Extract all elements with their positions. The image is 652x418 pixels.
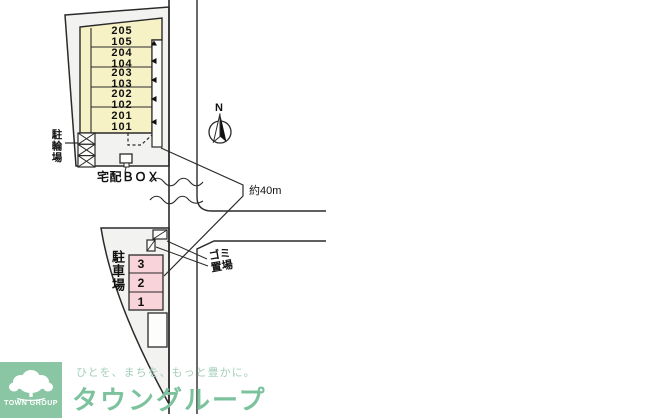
- brand-name: タウングループ: [72, 385, 267, 415]
- door-arrow-icon: [151, 40, 157, 46]
- compass-icon: [208, 113, 232, 144]
- delivery-box: [119, 153, 133, 173]
- garbage-area: [146, 229, 209, 267]
- door-arrow-icon: [151, 119, 157, 125]
- unit-label-203-103: 203 103: [111, 67, 133, 90]
- leader-line: [155, 246, 209, 267]
- road-right-edge: [196, 0, 326, 414]
- building-outline: [79, 17, 163, 148]
- unit-label-204-104: 204 104: [111, 47, 133, 70]
- distance-label: 約40m: [249, 185, 282, 197]
- bicycle-parking-label: 駐輪場: [50, 129, 63, 164]
- unit-label-205-105: 205 105: [111, 25, 133, 48]
- parking-divider: [129, 272, 163, 293]
- door-arrow-icon: [151, 96, 157, 102]
- garbage-area-label: ゴミ 置場: [208, 247, 234, 275]
- balcony-strip: [151, 39, 163, 148]
- leader-line: [124, 166, 127, 173]
- entrance-dashed-path: [127, 133, 153, 146]
- break-lines: [149, 177, 204, 205]
- unit-label-201-101: 201 101: [111, 110, 133, 133]
- north-label: N: [215, 102, 223, 114]
- tree-icon: [9, 370, 53, 402]
- break-line: [150, 177, 204, 187]
- town-group-logo: [0, 362, 62, 418]
- parking-space-2: 2: [137, 276, 145, 290]
- car-parking-label: 駐車場: [110, 250, 125, 292]
- parking-space-3: 3: [137, 257, 145, 271]
- parking-spaces: [128, 254, 168, 348]
- parking-space-1: 1: [137, 295, 145, 309]
- unit-label-202-102: 202 102: [111, 88, 133, 111]
- leader-line: [166, 240, 208, 260]
- bicycle-rack: [65, 132, 96, 168]
- distance-bracket: [160, 147, 244, 277]
- door-arrow-icons: [151, 40, 157, 125]
- storage-box: [147, 312, 168, 348]
- brand-tagline: ひとを、まちを、もっと豊かに。: [76, 367, 256, 379]
- delivery-box-label: 宅配ＢＯＸ: [97, 170, 160, 184]
- door-arrow-icon: [151, 77, 157, 83]
- break-line: [149, 195, 204, 205]
- logo-text: TOWN GROUP: [4, 400, 58, 407]
- door-arrow-icon: [151, 58, 157, 64]
